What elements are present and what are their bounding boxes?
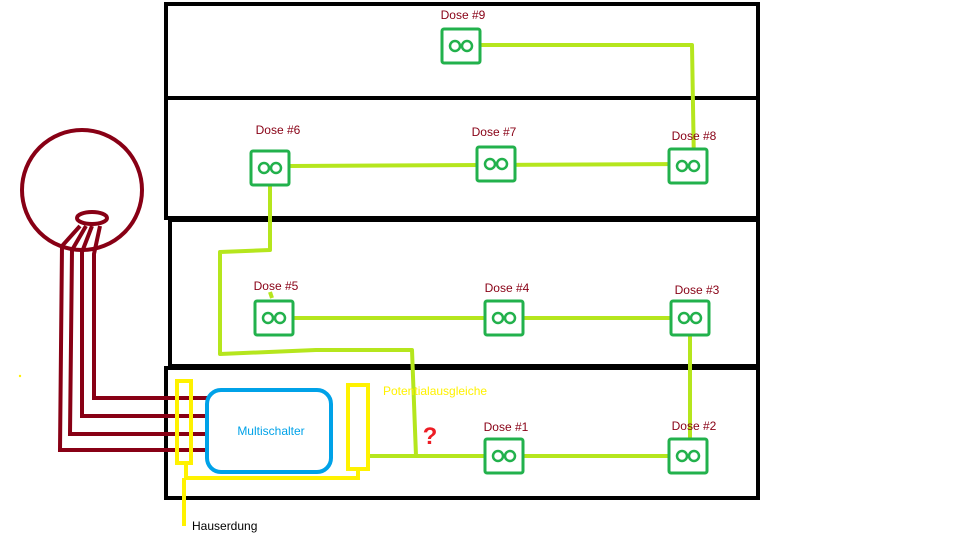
socket-icon [253,299,295,337]
socket-label: Dose #2 [672,419,717,433]
socket-icon [483,299,525,337]
ground-bar-right [346,383,370,471]
lnb-icon [75,210,109,226]
question-mark: ? [423,423,438,450]
socket-icon [249,149,291,187]
socket-icon [440,27,482,65]
house-grounding-label: Hauserdung [192,519,257,533]
coax-cable-4 [92,225,212,400]
cable-5-tick [268,291,274,299]
coax-cable-3 [80,225,212,418]
socket-4: Dose #4 [483,281,530,337]
coax-cables [57,224,212,452]
socket-3: Dose #3 [669,283,720,337]
socket-9: Dose #9 [440,8,486,65]
socket-6: Dose #6 [249,123,301,187]
multiswitch-label: Multischalter [237,424,304,438]
socket-label: Dose #8 [672,129,717,143]
grounding [175,379,370,526]
socket-icon [667,437,709,475]
socket-icon [483,437,525,475]
multiswitch-box [205,388,333,474]
coax-cable-1 [57,224,212,452]
socket-1: Dose #1 [483,420,529,475]
floor-third [168,218,760,368]
socket-label: Dose #5 [254,279,299,293]
socket-8: Dose #8 [667,129,717,185]
socket-icon [669,299,711,337]
socket-label: Dose #4 [485,281,530,295]
socket-label: Dose #7 [472,125,517,139]
socket-label: Dose #6 [256,123,301,137]
cable-9-8 [480,43,696,167]
socket-5: Dose #5 [253,279,299,337]
socket-label: Dose #1 [484,420,529,434]
cable-6-down [218,186,418,457]
stray-dot [18,374,22,378]
coax-cable-2 [67,224,212,436]
ground-link [184,463,360,480]
socket-label: Dose #9 [441,8,486,22]
socket-icon [475,145,517,183]
sockets: Dose #1 Dose #2 Dose #3 Dose #4 Dose #5 Dose … [249,8,720,475]
socket-2: Dose #2 [667,419,717,475]
potential-equalisation-label: Potentialausgleiche [383,384,487,398]
socket-label: Dose #3 [675,283,720,297]
socket-7: Dose #7 [472,125,517,183]
socket-icon [667,147,709,185]
